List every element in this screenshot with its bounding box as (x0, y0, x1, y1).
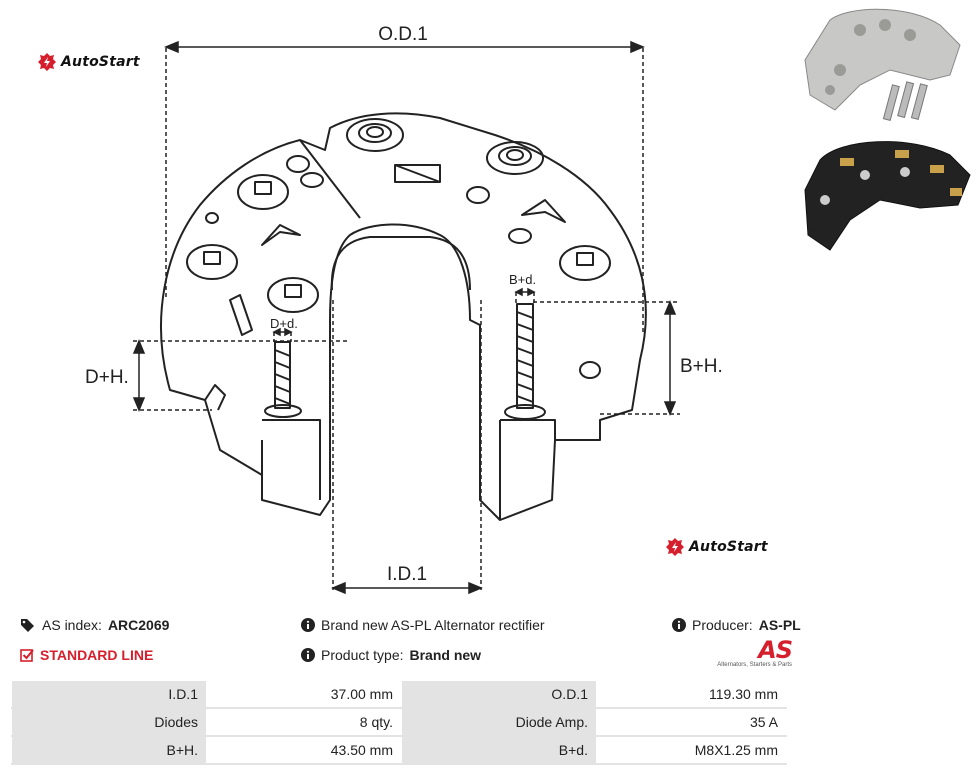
spec-value: 8 qty. (206, 707, 402, 737)
table-row: B+H. 43.50 mm B+d. M8X1.25 mm (11, 735, 787, 765)
product-type-label: Product type: (321, 647, 404, 663)
info-circle-icon (672, 618, 686, 632)
description-text: Brand new AS-PL Alternator rectifier (321, 617, 545, 633)
as-index: AS index: ARC2069 (20, 617, 169, 633)
product-type: Product type: Brand new (301, 647, 481, 663)
spec-value: M8X1.25 mm (596, 735, 787, 765)
spec-label: B+H. (11, 735, 207, 765)
as-index-value: ARC2069 (107, 617, 170, 633)
rectifier-drawing: O.D.1 I.D.1 D+H. B+H. D+d. B+d. (85, 24, 723, 595)
autostart-mark-icon (666, 538, 684, 556)
standard-line-label: STANDARD LINE (40, 647, 154, 663)
spec-label: I.D.1 (11, 680, 207, 709)
producer: Producer: AS-PL (672, 617, 801, 633)
description: Brand new AS-PL Alternator rectifier (301, 617, 545, 633)
dd-label: D+d. (270, 316, 298, 331)
autostart-wordmark: AutoStart (61, 54, 140, 70)
autostart-wordmark: AutoStart (689, 539, 768, 555)
autostart-mark-icon (38, 53, 56, 71)
autostart-logo-top: AutoStart (37, 52, 140, 72)
spec-table: I.D.1 37.00 mm O.D.1 119.30 mm Diodes 8 … (11, 680, 787, 765)
producer-value: AS-PL (758, 617, 801, 633)
product-type-value: Brand new (409, 647, 482, 663)
spec-value: 119.30 mm (596, 680, 787, 709)
standard-line: STANDARD LINE (20, 647, 153, 663)
table-row: I.D.1 37.00 mm O.D.1 119.30 mm (11, 680, 787, 709)
spec-label: B+d. (401, 735, 597, 765)
spec-value: 37.00 mm (206, 680, 402, 709)
spec-value: 35 A (596, 707, 787, 737)
as-pl-logo-mark: AS (758, 636, 793, 664)
bd-label: B+d. (509, 272, 536, 287)
spec-value: 43.50 mm (206, 735, 402, 765)
as-pl-tagline: Alternators, Starters & Parts (717, 662, 792, 668)
product-photo (804, 8, 971, 251)
info-circle-icon (301, 648, 315, 662)
table-row: Diodes 8 qty. Diode Amp. 35 A (11, 707, 787, 737)
autostart-logo-bottom: AutoStart (665, 537, 768, 557)
as-index-label: AS index: (42, 617, 102, 633)
spec-label: Diode Amp. (401, 707, 597, 737)
info-circle-icon (301, 618, 315, 632)
as-pl-logo: AS Alternators, Starters & Parts (712, 636, 793, 668)
spec-label: O.D.1 (401, 680, 597, 709)
spec-label: Diodes (11, 707, 207, 737)
bh-label: B+H. (680, 356, 723, 377)
id-label: I.D.1 (387, 564, 427, 585)
tags-icon (21, 619, 34, 632)
check-square-icon (20, 649, 34, 662)
dh-label: D+H. (85, 367, 129, 388)
producer-label: Producer: (692, 617, 753, 633)
od-label: O.D.1 (378, 24, 428, 45)
